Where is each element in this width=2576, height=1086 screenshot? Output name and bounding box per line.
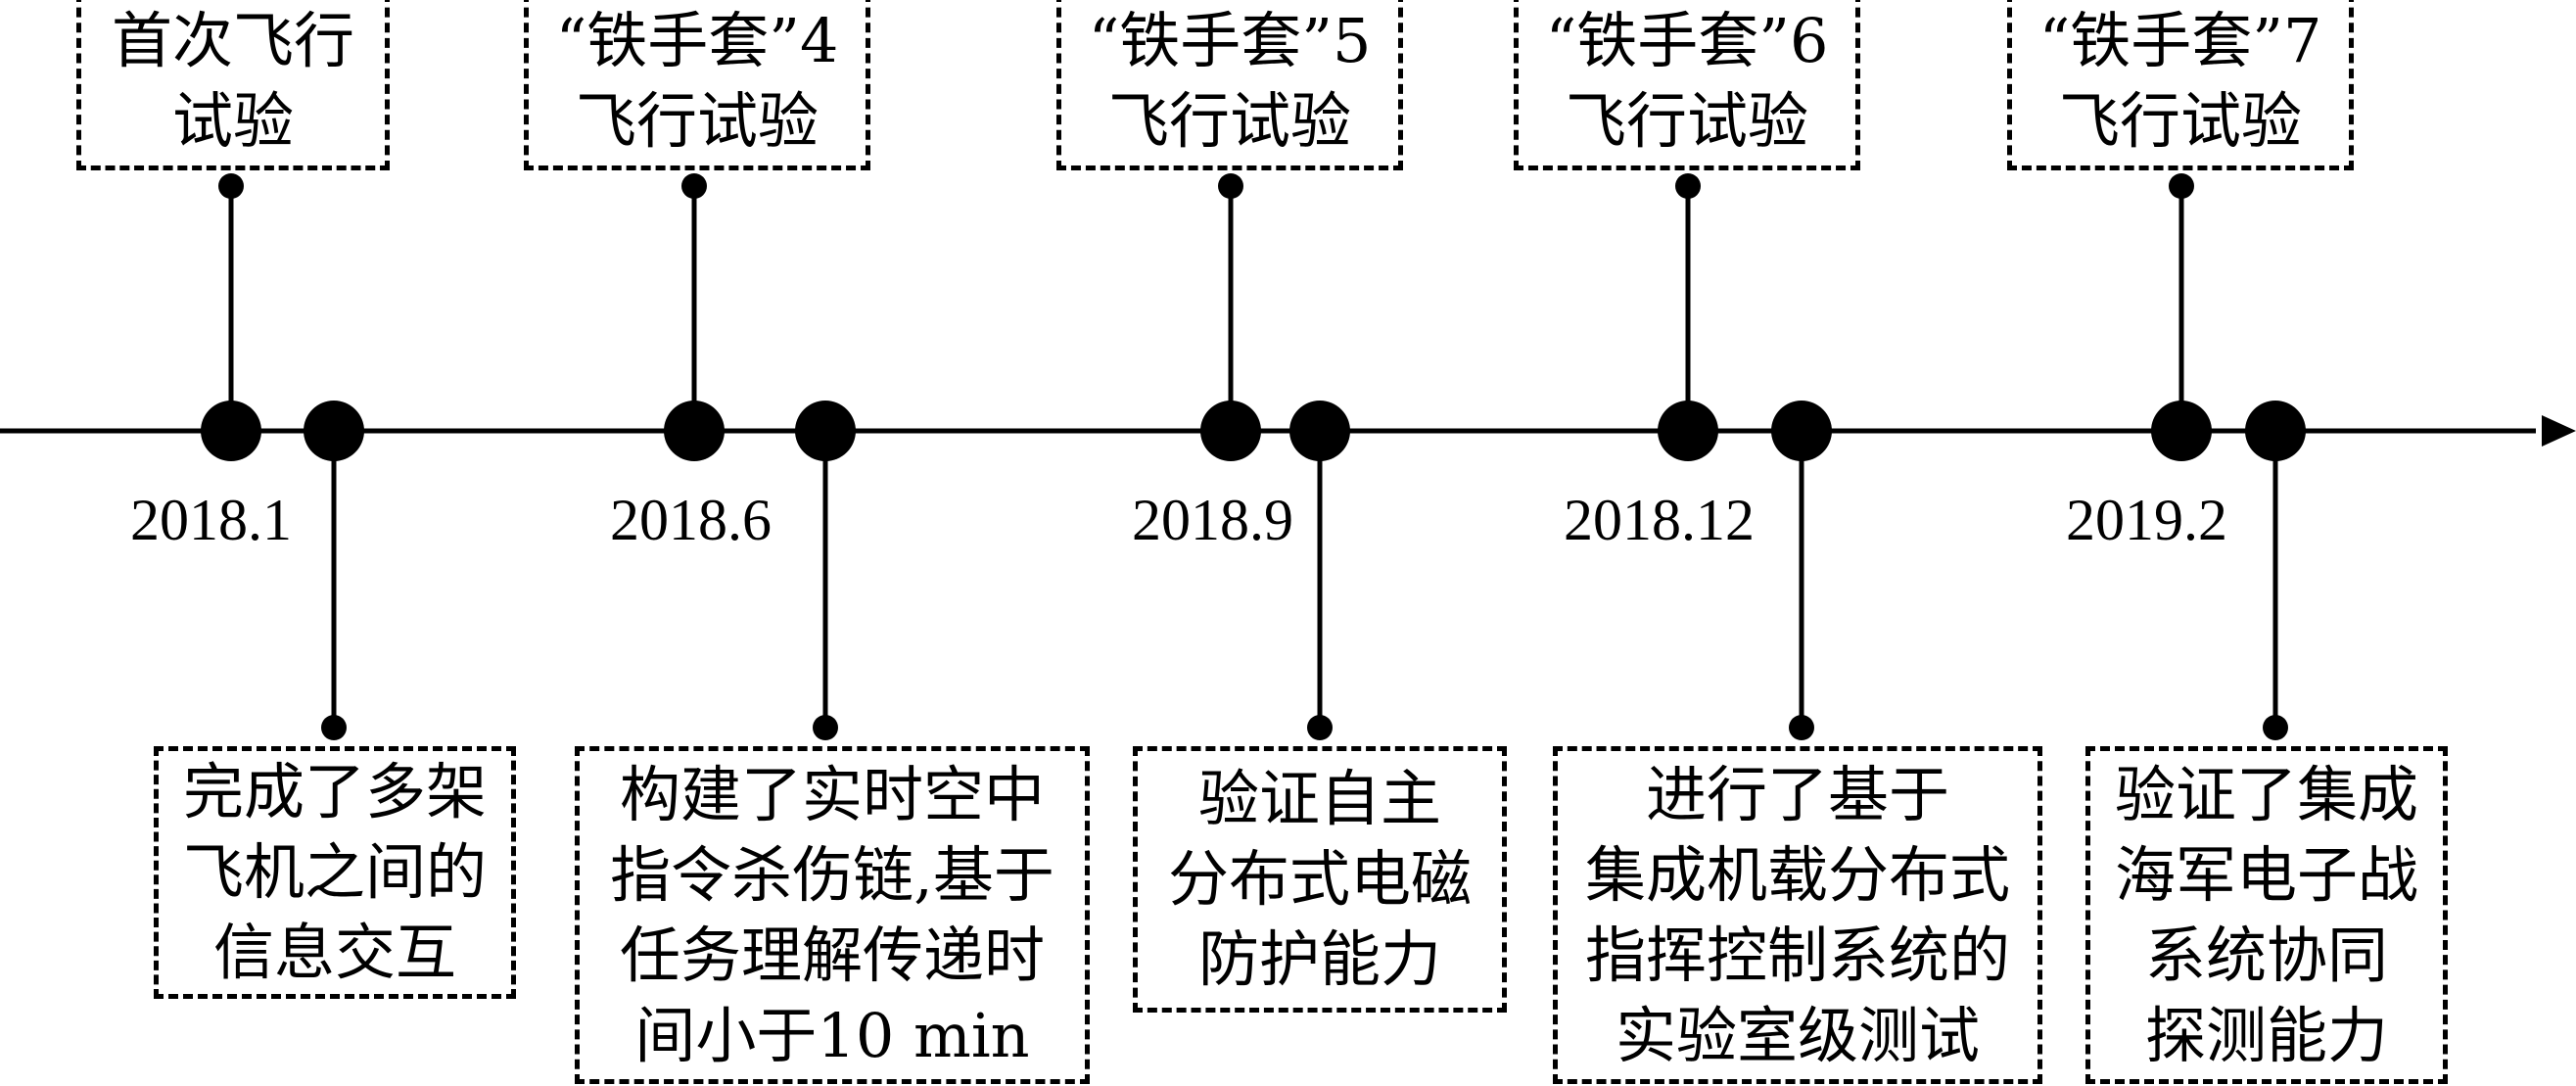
bottom-event-4-line-4: 实验室级测试 — [1615, 999, 1980, 1071]
timeline-dot-bottom-3 — [1289, 401, 1350, 461]
top-event-1-line-1: 首次飞行 — [111, 5, 354, 76]
timeline-dot-bottom-2 — [795, 401, 856, 461]
bottom-event-4-line-3: 指挥控制系统的 — [1584, 919, 2010, 991]
top-event-2-line-2: 飞行试验 — [575, 85, 819, 157]
bottom-event-2-line-2: 指令杀伤链,基于 — [610, 838, 1054, 911]
top-event-3-line-2: 飞行试验 — [1107, 85, 1351, 157]
date-label-4: 2018.12 — [1564, 488, 1755, 552]
date-label-1: 2018.1 — [130, 488, 292, 552]
top-end-dot-2 — [681, 173, 707, 199]
bottom-event-1-line-1: 完成了多架 — [182, 756, 487, 827]
top-event-box-1: 首次飞行 试验 — [76, 0, 390, 170]
bottom-event-5-line-3: 系统协同 — [2144, 919, 2388, 991]
bottom-end-dot-4 — [1789, 715, 1814, 740]
bottom-event-1-line-3: 信息交互 — [212, 917, 456, 988]
bottom-event-3-line-2: 分布式电磁 — [1167, 843, 1472, 915]
bottom-end-dot-1 — [321, 715, 347, 740]
bottom-event-box-2: 构建了实时空中 指令杀伤链,基于 任务理解传递时 间小于10 min — [575, 746, 1090, 1084]
top-event-2-line-1: “铁手套”4 — [555, 5, 839, 76]
date-label-2: 2018.6 — [610, 488, 772, 552]
bottom-event-box-3: 验证自主 分布式电磁 防护能力 — [1133, 746, 1507, 1013]
timeline-dot-top-2 — [664, 401, 725, 461]
timeline-dot-bottom-5 — [2245, 401, 2306, 461]
top-end-dot-1 — [218, 173, 244, 199]
bottom-event-3-line-1: 验证自主 — [1197, 763, 1441, 834]
bottom-event-box-4: 进行了基于 集成机载分布式 指挥控制系统的 实验室级测试 — [1553, 746, 2042, 1084]
top-end-dot-5 — [2169, 173, 2194, 199]
top-event-3-line-1: “铁手套”5 — [1088, 5, 1372, 76]
top-end-dot-4 — [1675, 173, 1701, 199]
bottom-event-box-1: 完成了多架 飞机之间的 信息交互 — [154, 746, 516, 999]
bottom-event-2-line-4: 间小于10 min — [634, 999, 1030, 1071]
timeline-dot-top-4 — [1658, 401, 1718, 461]
top-event-5-line-1: “铁手套”7 — [2038, 5, 2322, 76]
timeline-dot-bottom-4 — [1771, 401, 1832, 461]
date-label-3: 2018.9 — [1132, 488, 1293, 552]
top-event-4-line-2: 飞行试验 — [1565, 85, 1808, 157]
timeline-dot-top-5 — [2151, 401, 2212, 461]
date-label-5: 2019.2 — [2066, 488, 2227, 552]
bottom-end-dot-3 — [1307, 715, 1333, 740]
top-event-box-3: “铁手套”5 飞行试验 — [1056, 0, 1403, 170]
timeline-dot-top-3 — [1200, 401, 1261, 461]
bottom-event-5-line-1: 验证了集成 — [2114, 758, 2418, 830]
timeline-dot-top-1 — [201, 401, 261, 461]
top-event-1-line-2: 试验 — [171, 85, 294, 157]
bottom-event-3-line-3: 防护能力 — [1197, 923, 1441, 995]
timeline-dot-bottom-1 — [304, 401, 364, 461]
bottom-event-5-line-4: 探测能力 — [2144, 999, 2388, 1071]
top-end-dot-3 — [1218, 173, 1243, 199]
bottom-end-dot-2 — [813, 715, 838, 740]
bottom-event-1-line-2: 飞机之间的 — [182, 836, 487, 908]
bottom-event-box-5: 验证了集成 海军电子战 系统协同 探测能力 — [2085, 746, 2448, 1084]
bottom-event-2-line-1: 构建了实时空中 — [619, 758, 1045, 830]
bottom-event-4-line-2: 集成机载分布式 — [1584, 838, 2010, 911]
bottom-event-4-line-1: 进行了基于 — [1645, 758, 1949, 830]
bottom-event-2-line-3: 任务理解传递时 — [619, 919, 1045, 991]
top-event-box-2: “铁手套”4 飞行试验 — [524, 0, 870, 170]
bottom-event-5-line-2: 海军电子战 — [2114, 838, 2418, 911]
top-event-4-line-1: “铁手套”6 — [1545, 5, 1829, 76]
top-event-5-line-2: 飞行试验 — [2058, 85, 2302, 157]
bottom-end-dot-5 — [2263, 715, 2288, 740]
top-event-box-5: “铁手套”7 飞行试验 — [2007, 0, 2354, 170]
top-event-box-4: “铁手套”6 飞行试验 — [1514, 0, 1860, 170]
timeline-arrow-head — [2542, 415, 2576, 447]
